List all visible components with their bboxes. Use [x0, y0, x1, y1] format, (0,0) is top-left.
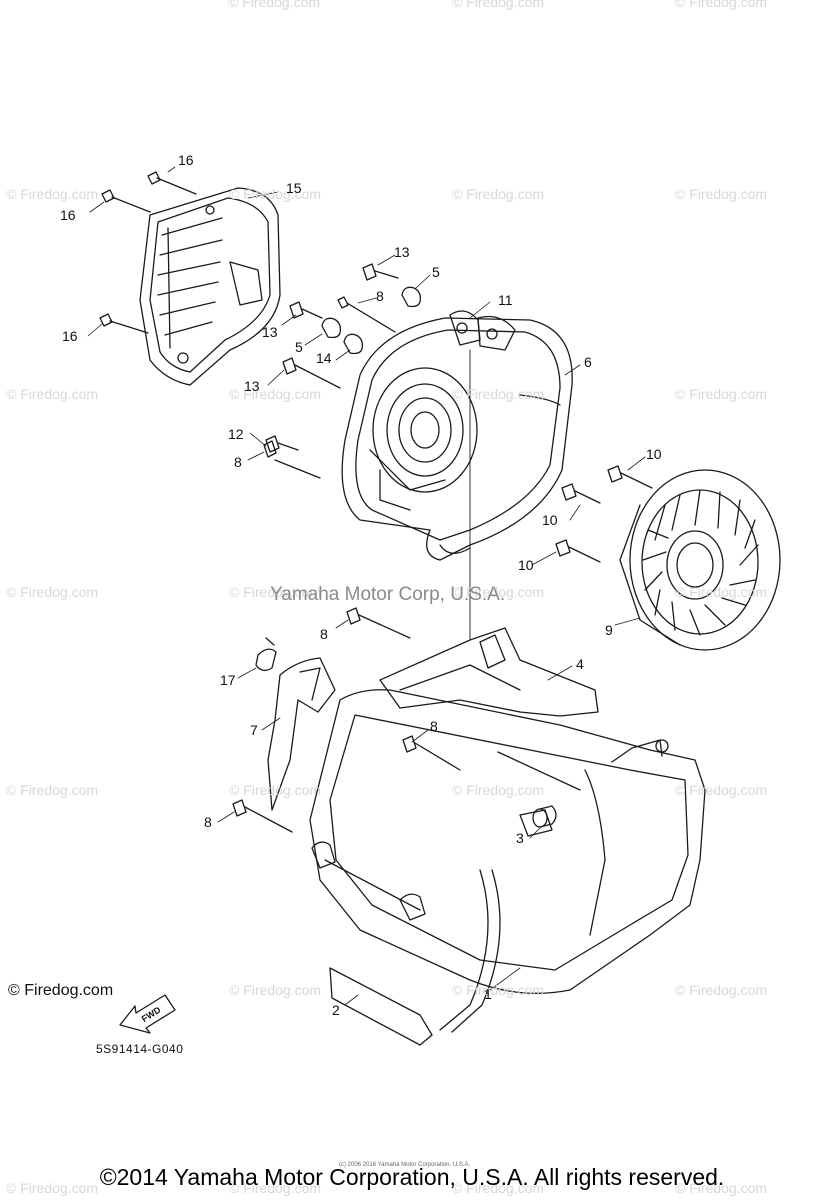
watermark: © Firedog.com — [6, 186, 99, 202]
callout-label: 1 — [484, 986, 492, 1002]
bolt-part-16 — [99, 171, 197, 334]
callout-label: 8 — [234, 454, 242, 470]
callout-label: 9 — [605, 622, 613, 638]
watermark: © Firedog.com — [675, 186, 768, 202]
callout-label: 17 — [220, 672, 236, 688]
watermark: © Firedog.com — [229, 782, 322, 798]
cooling-fan-part-9 — [619, 469, 781, 651]
bushing-part-3 — [532, 805, 557, 828]
callout-label: 8 — [320, 626, 328, 642]
watermark: © Firedog.com — [675, 386, 768, 402]
callout-label: 3 — [516, 830, 524, 846]
bracket-part-11 — [477, 315, 516, 351]
bracket-part-7 — [267, 657, 336, 811]
callout-label: 14 — [316, 350, 332, 366]
watermark: © Firedog.com — [6, 1180, 99, 1196]
watermark: © Firedog.com — [229, 386, 322, 402]
watermark: © Firedog.com — [452, 186, 545, 202]
tiny-copyright: (c) 2006 2016 Yamaha Motor Corporation, … — [339, 1162, 471, 1168]
bolt-part-10 — [555, 465, 653, 563]
watermark: © Firedog.com — [6, 584, 99, 600]
watermark: © Firedog.com — [228, 0, 321, 10]
starter-housing-part-6 — [341, 310, 573, 561]
watermark: © Firedog.com — [452, 982, 545, 998]
callout-label: 5 — [295, 339, 303, 355]
watermark: © Firedog.com — [675, 584, 768, 600]
watermark: © Firedog.com — [675, 1180, 768, 1196]
callout-label: 8 — [376, 288, 384, 304]
watermark: © Firedog.com — [675, 782, 768, 798]
callout-label: 15 — [286, 180, 302, 196]
watermark: © Firedog.com — [452, 1180, 545, 1196]
corner-watermark: © Firedog.com — [8, 982, 114, 999]
callout-leaders — [87, 166, 646, 1006]
watermark: © Firedog.com — [229, 982, 322, 998]
callout-label: 4 — [576, 656, 584, 672]
watermark: © Firedog.com — [452, 386, 545, 402]
air-shroud-part-15 — [139, 187, 281, 386]
callout-label: 8 — [204, 814, 212, 830]
watermark: © Firedog.com — [229, 1180, 322, 1196]
center-watermark: Yamaha Motor Corp, U.S.A. — [270, 584, 506, 605]
callout-label: 6 — [584, 354, 592, 370]
watermark: © Firedog.com — [452, 0, 545, 10]
lower-bracket-part-2 — [311, 841, 501, 1046]
bolts-upper — [263, 263, 422, 479]
watermark: © Firedog.com — [452, 584, 545, 600]
watermark: © Firedog.com — [6, 782, 99, 798]
callout-label: 2 — [332, 1002, 340, 1018]
frame-plate-part-4 — [379, 627, 599, 717]
callout-label: 10 — [646, 446, 662, 462]
watermark: © Firedog.com — [452, 782, 545, 798]
callout-label: 10 — [518, 557, 534, 573]
callout-label: 11 — [498, 292, 513, 308]
clip-part-17 — [255, 637, 277, 672]
callout-label: 16 — [62, 328, 78, 344]
callout-label: 16 — [60, 207, 76, 223]
callout-label: 13 — [262, 324, 278, 340]
diagram-code: 5S91414-G040 — [96, 1042, 184, 1056]
watermark: © Firedog.com — [6, 386, 99, 402]
watermark: © Firedog.com — [229, 186, 322, 202]
callout-label: 12 — [228, 426, 244, 442]
callout-label: 13 — [244, 378, 260, 394]
callout-label: 16 — [178, 152, 194, 168]
watermark: © Firedog.com — [229, 584, 322, 600]
callout-label: 7 — [250, 722, 258, 738]
fwd-label: FWD — [140, 1004, 163, 1024]
watermark: © Firedog.com — [675, 982, 768, 998]
callout-label: 8 — [430, 718, 438, 734]
main-case-part-1 — [309, 689, 706, 994]
bolts-lower — [232, 607, 461, 833]
footer-copyright: ©2014 Yamaha Motor Corporation, U.S.A. A… — [99, 1164, 725, 1190]
callout-label: 13 — [394, 244, 410, 260]
watermark: © Firedog.com — [675, 0, 768, 10]
callout-label: 10 — [542, 512, 558, 528]
callout-label: 5 — [432, 264, 440, 280]
fwd-arrow-icon — [119, 994, 176, 1034]
